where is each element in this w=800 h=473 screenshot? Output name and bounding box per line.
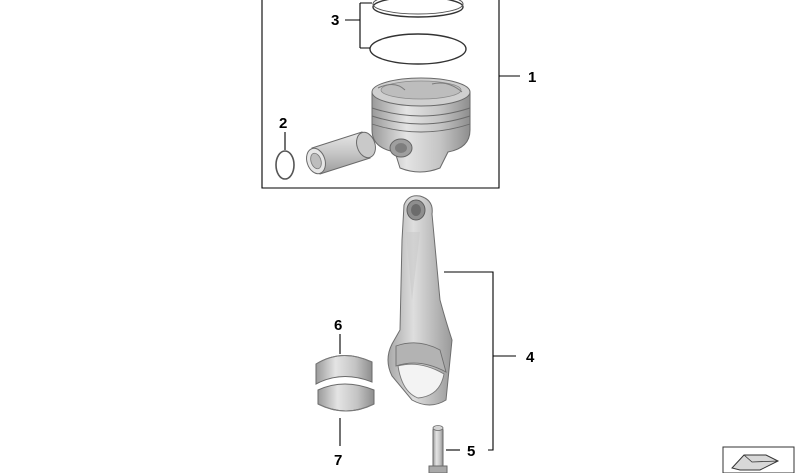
leader-3-bracket [345, 2, 372, 49]
callout-3: 3 [331, 12, 339, 29]
leader-4-bracket [444, 271, 516, 451]
piston[interactable] [371, 77, 471, 173]
piston-pin[interactable] [303, 130, 378, 176]
upper-bearing-shell[interactable] [315, 355, 373, 385]
callout-4: 4 [526, 349, 535, 366]
rod-bolt[interactable] [428, 425, 448, 473]
callout-7: 7 [334, 452, 342, 469]
callout-1: 1 [528, 69, 536, 86]
piston-group-frame [261, 0, 500, 189]
piston-rings[interactable] [369, 0, 467, 65]
lower-bearing-shell[interactable] [317, 383, 375, 412]
circlip[interactable] [275, 150, 295, 180]
callout-2: 2 [279, 115, 287, 132]
catalog-corner-icon [722, 446, 795, 473]
connecting-rod[interactable] [387, 195, 453, 406]
callout-6: 6 [334, 317, 342, 334]
callout-5: 5 [467, 443, 475, 460]
